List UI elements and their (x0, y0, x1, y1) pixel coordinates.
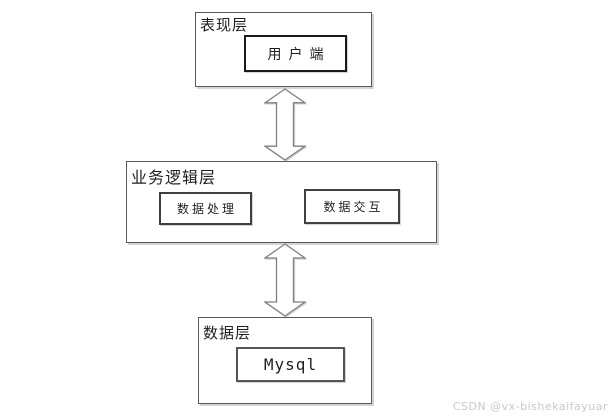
watermark: CSDN @vx-bishekaifayuar (452, 400, 608, 413)
layer-data-label: 数据层 (203, 324, 252, 342)
double-headed-arrow-icon (264, 243, 306, 317)
node-data-processing-label: 数据处理 (176, 202, 237, 216)
layer-presentation-label: 表现层 (200, 16, 249, 34)
layer-data: 数据层 Mysql (198, 317, 372, 404)
layer-presentation: 表现层 用户端 (195, 12, 372, 87)
node-client: 用户端 (244, 35, 347, 72)
node-data-interaction-label: 数据交互 (323, 200, 384, 214)
double-headed-arrow-icon (264, 88, 306, 161)
node-data-interaction: 数据交互 (304, 189, 400, 224)
layer-business: 业务逻辑层 数据处理 数据交互 (126, 161, 437, 243)
node-mysql-label: Mysql (263, 355, 318, 374)
node-data-processing: 数据处理 (159, 192, 252, 225)
node-mysql: Mysql (236, 347, 345, 382)
node-client-label: 用户端 (267, 46, 331, 63)
layer-business-label: 业务逻辑层 (131, 168, 217, 187)
